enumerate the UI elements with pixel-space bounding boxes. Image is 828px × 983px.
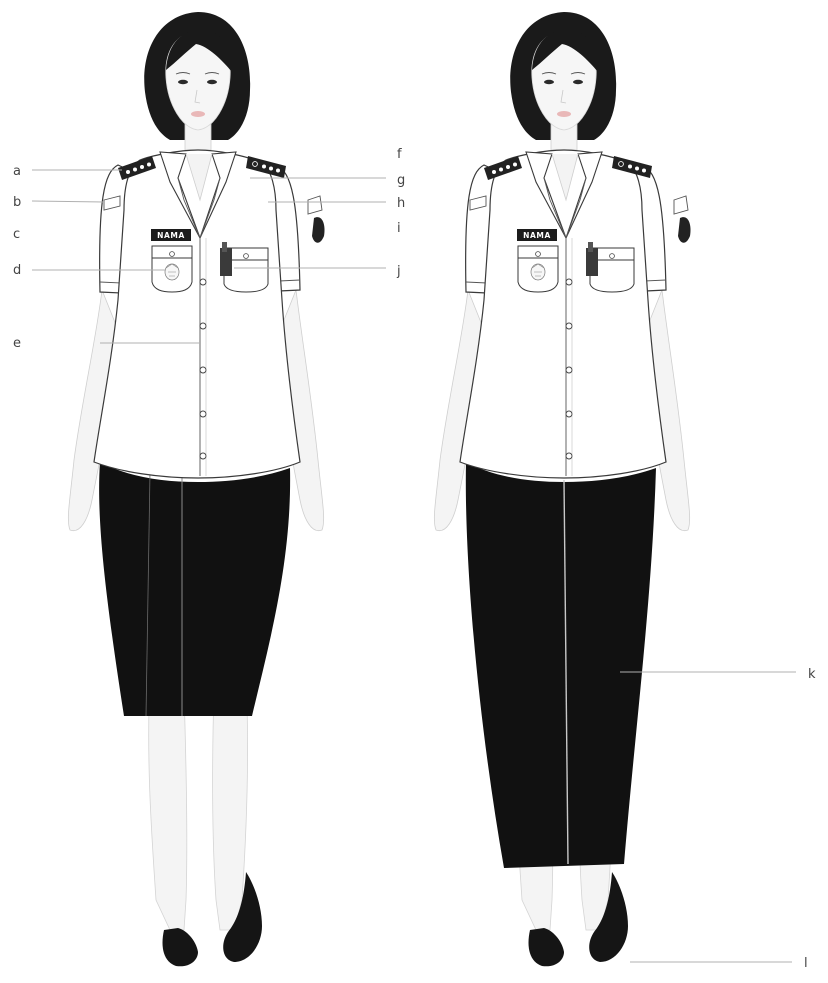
- long-skirt: [466, 462, 656, 868]
- knee-length-skirt: [99, 462, 290, 716]
- callout-b: b: [13, 195, 21, 210]
- svg-text:NAMA: NAMA: [157, 231, 185, 240]
- callout-a: a: [13, 164, 21, 179]
- callout-k: k: [808, 667, 816, 682]
- svg-text:NAMA: NAMA: [523, 231, 551, 240]
- name-tag: NAMA: [151, 229, 191, 241]
- callout-labels-left: a b c d e: [13, 164, 21, 351]
- figure-knee-skirt: NAMA: [68, 12, 324, 966]
- name-tag: NAMA: [517, 229, 557, 241]
- callout-i: i: [397, 221, 401, 236]
- callout-h: h: [397, 196, 405, 211]
- callout-j: j: [396, 264, 401, 279]
- callout-d: d: [13, 263, 21, 278]
- callout-g: g: [397, 173, 405, 188]
- figure-long-skirt: NAMA: [434, 12, 690, 966]
- callout-f: f: [397, 147, 402, 162]
- callout-l: l: [804, 956, 808, 971]
- callout-c: c: [13, 227, 20, 242]
- callout-e: e: [13, 336, 21, 351]
